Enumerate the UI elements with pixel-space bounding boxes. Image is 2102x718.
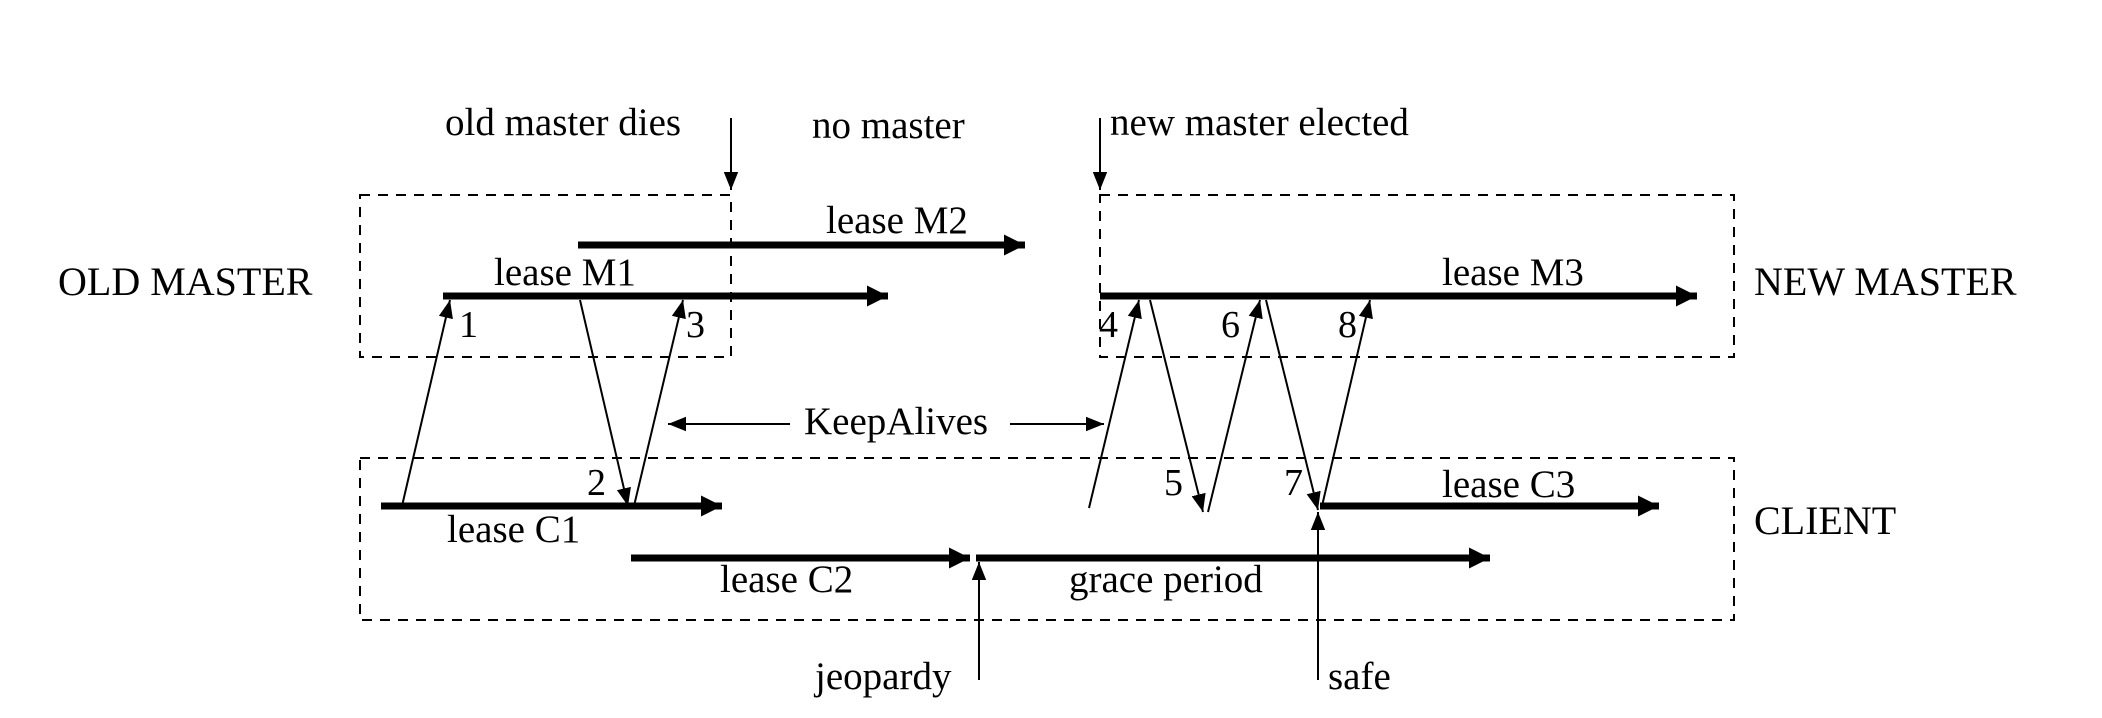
old-master-label: OLD MASTER [58,259,313,304]
message-3-arrow [633,299,686,507]
message-number-7: 7 [1284,462,1303,504]
lease-c2-label: lease C2 [720,558,853,601]
message-5-arrow [1149,299,1206,513]
grace-period-label: grace period [1069,558,1263,601]
old-master-dies-label: old master dies [445,101,681,144]
keepalives-label: KeepAlives [804,400,988,443]
message-4-arrow [1088,299,1142,509]
jeopardy-label: jeopardy [813,655,952,698]
client-box [359,457,1735,621]
message-number-8: 8 [1338,304,1357,346]
message-1-arrow [401,299,453,507]
lease-m2-label: lease M2 [826,199,968,242]
new-master-label: NEW MASTER [1754,259,2017,304]
new-master-elected-label: new master elected [1110,101,1409,144]
message-6-arrow [1207,299,1263,513]
safe-label: safe [1328,655,1391,698]
client-label: CLIENT [1754,498,1896,543]
message-number-2: 2 [587,462,606,504]
message-number-5: 5 [1164,462,1183,504]
message-2-arrow [579,299,631,507]
new-master-box [1099,194,1735,358]
lease-c3-label: lease C3 [1442,463,1575,506]
no-master-label: no master [812,104,965,147]
message-number-3: 3 [686,304,705,346]
message-number-4: 4 [1099,304,1118,346]
old-master-box [359,194,732,358]
message-number-6: 6 [1221,304,1240,346]
message-8-arrow [1321,299,1373,507]
lease-c1-label: lease C1 [447,508,580,551]
message-7-arrow [1265,299,1321,511]
message-number-1: 1 [459,304,478,346]
lease-m3-label: lease M3 [1442,251,1584,294]
lease-m1-label: lease M1 [494,251,636,294]
